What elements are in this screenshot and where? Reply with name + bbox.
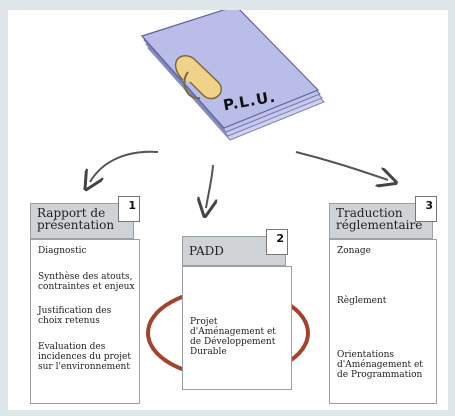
box-1-body: Diagnostic Synthèse des atouts, contrain…	[30, 239, 140, 404]
plu-diagram: P.L.U. Rapport de présentation 1 Diagnos…	[8, 10, 448, 410]
box-3-title-text: Traduction réglementaire	[336, 206, 423, 232]
box-1-item: Synthèse des atouts, contraintes et enje…	[38, 272, 135, 292]
box-3-item: Orientations d'Aménagement et de Program…	[337, 350, 423, 380]
box-1-item: Evaluation des incidences du projet sur …	[38, 342, 131, 372]
arrow-to-box-3	[295, 151, 388, 180]
paperclip-icon	[174, 55, 223, 100]
box-1-item: Diagnostic	[38, 246, 87, 256]
box-2-title-text: PADD	[189, 244, 224, 258]
document-stack-icon	[140, 10, 325, 141]
box-3-body: Zonage Règlement Orientations d'Aménagem…	[329, 239, 437, 404]
box-2-number: 2	[266, 229, 288, 255]
box-2-body: Projet d'Aménagement et de Développement…	[182, 266, 292, 390]
box-1-title: Rapport de présentation	[30, 203, 134, 239]
arrow-to-box-1	[90, 150, 159, 182]
box-3-number: 3	[415, 196, 437, 222]
box-3-item: Règlement	[337, 296, 387, 306]
box-1-number: 1	[118, 196, 140, 222]
box-3-item: Zonage	[337, 246, 371, 256]
diagram-graphics	[8, 10, 448, 379]
box-2-item: Projet d'Aménagement et de Développement…	[190, 317, 276, 357]
arrow-to-box-2	[206, 164, 213, 208]
box-1-title-text: Rapport de présentation	[37, 206, 115, 232]
box-1-item: Justification des choix retenus	[38, 306, 112, 326]
